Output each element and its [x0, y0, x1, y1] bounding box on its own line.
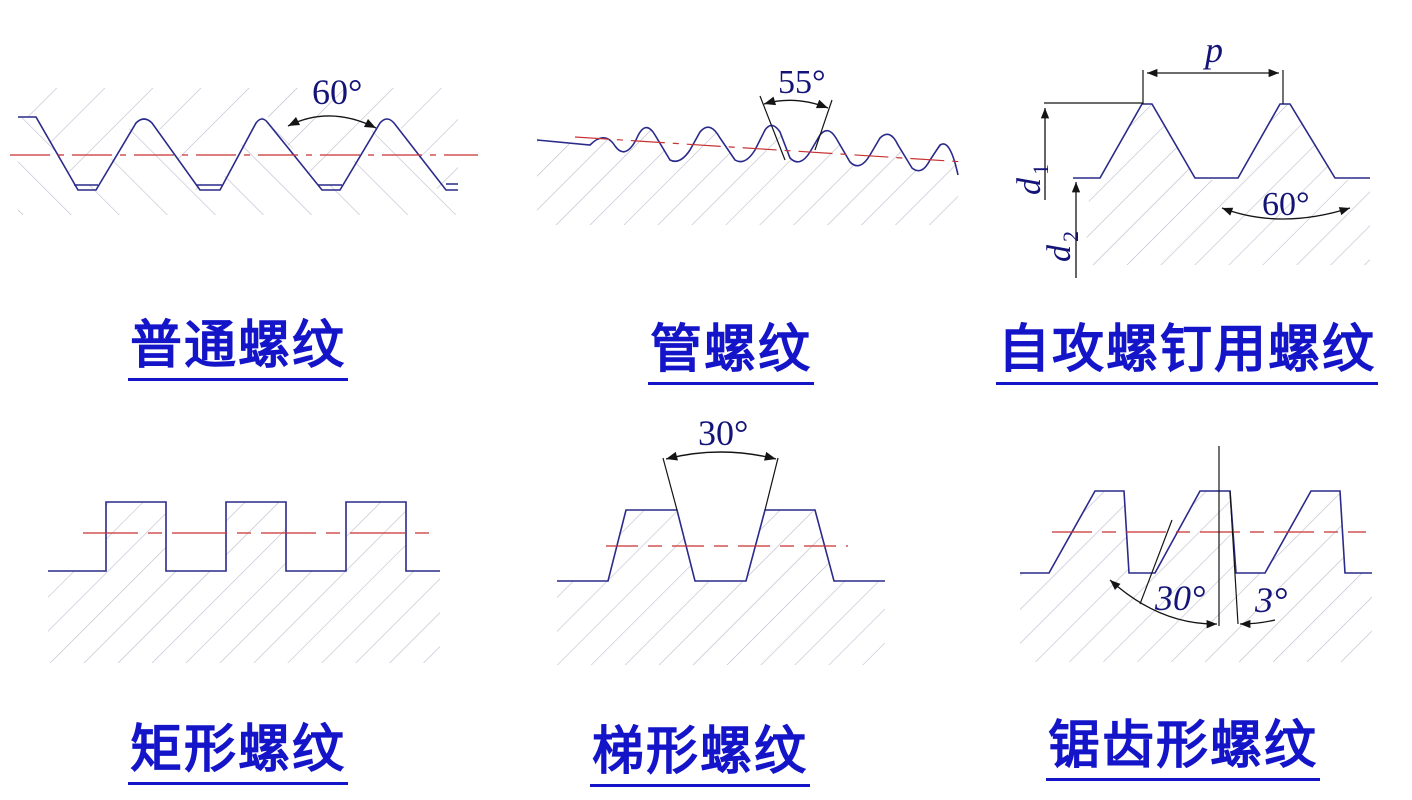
- d1-symbol: d: [1011, 177, 1048, 195]
- title-self-tapping-thread: 自攻螺钉用螺纹: [996, 320, 1379, 385]
- standard-thread-diagram: 60°: [10, 72, 478, 215]
- pipe-thread-diagram: 55°: [536, 64, 966, 225]
- trapezoidal-thread-diagram: 30°: [557, 413, 885, 665]
- d2-symbol: d: [1041, 244, 1078, 262]
- angle-label-60-self-tapping: 60°: [1262, 186, 1310, 223]
- title-standard-thread: 普通螺纹: [128, 316, 349, 381]
- square-thread-diagram: [48, 501, 440, 663]
- angle-label-60: 60°: [312, 72, 362, 112]
- d1-subscript: 1: [1028, 164, 1053, 175]
- title-buttress-thread: 锯齿形螺纹: [1046, 716, 1321, 781]
- angle-label-3-buttress: 3°: [1254, 580, 1287, 620]
- title-square-thread: 矩形螺纹: [128, 720, 349, 785]
- title-pipe-thread: 管螺纹: [648, 320, 815, 385]
- angle-label-55: 55°: [778, 64, 826, 101]
- title-trapezoidal-thread: 梯形螺纹: [590, 722, 811, 787]
- angle-label-30-buttress: 30°: [1154, 578, 1205, 618]
- self-tapping-thread-diagram: p d 1 d 2 60°: [1011, 30, 1370, 278]
- d2-subscript: 2: [1058, 231, 1083, 242]
- buttress-thread-diagram: 30° 3°: [1020, 446, 1372, 662]
- pitch-symbol: p: [1202, 30, 1223, 70]
- angle-label-30-trapezoidal: 30°: [698, 413, 748, 453]
